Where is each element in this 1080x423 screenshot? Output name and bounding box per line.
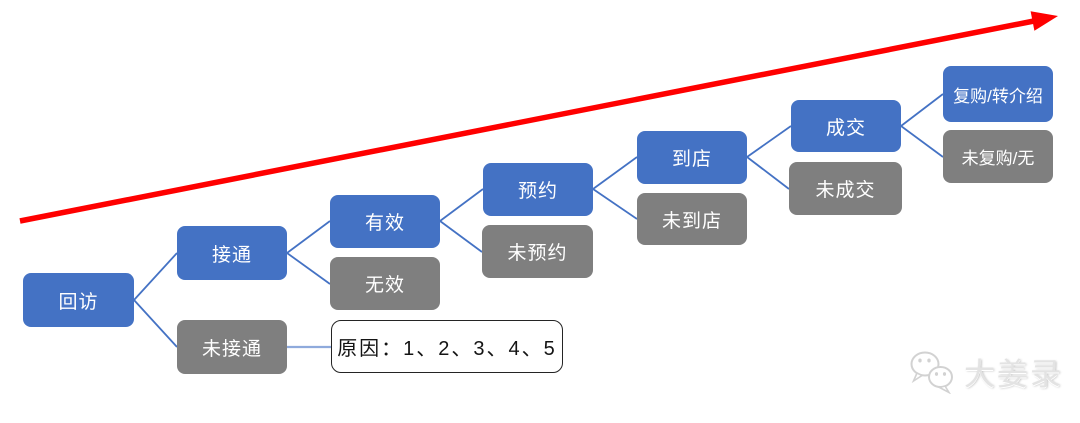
- stage-valid-box: 有效: [330, 195, 440, 248]
- stage-repurchase-referral-box: 复购/转介绍: [943, 66, 1053, 122]
- trend-arrow-head: [1030, 11, 1058, 31]
- branch-connectors: [133, 93, 944, 348]
- stage-deal-box: 成交: [791, 100, 901, 152]
- connector-deal-repurchase: [900, 93, 944, 127]
- stage-not-connected-box: 未接通: [177, 320, 287, 374]
- stage-no-deal-box: 未成交: [789, 162, 902, 215]
- connector-callback-not-connected: [133, 299, 178, 348]
- connector-store-visit-deal: [746, 125, 792, 158]
- connector-appointment-no-store-visit: [592, 188, 638, 220]
- stage-appointment-box: 预约: [483, 163, 593, 216]
- connector-valid-no-appointment: [439, 220, 483, 253]
- stage-no-store-visit-box: 未到店: [637, 193, 747, 245]
- fail-reason-note-box: 原因：1、2、3、4、5: [331, 320, 563, 373]
- connector-valid-appointment: [439, 188, 484, 222]
- connector-appointment-store-visit: [592, 156, 638, 190]
- stage-connected-box: 接通: [177, 226, 287, 280]
- stage-callback-box: 回访: [23, 273, 134, 327]
- wechat-chat-bubbles-icon: [910, 351, 953, 394]
- connector-connected-valid: [286, 220, 331, 254]
- stage-no-repurchase-box: 未复购/无: [943, 130, 1053, 183]
- connector-connected-invalid: [286, 252, 331, 285]
- stage-store-visit-box: 到店: [637, 131, 747, 184]
- connector-callback-connected: [133, 252, 178, 301]
- connector-store-visit-no-deal: [746, 156, 790, 190]
- watermark-brand-text: 大姜录: [964, 357, 1063, 392]
- stage-invalid-box: 无效: [330, 257, 440, 310]
- connector-deal-no-repurchase: [900, 125, 944, 158]
- trend-up-arrow: [19, 11, 1058, 224]
- stage-no-appointment-box: 未预约: [482, 225, 593, 278]
- watermark: 大姜录: [908, 349, 1063, 394]
- trend-arrow-shaft: [19, 18, 1035, 224]
